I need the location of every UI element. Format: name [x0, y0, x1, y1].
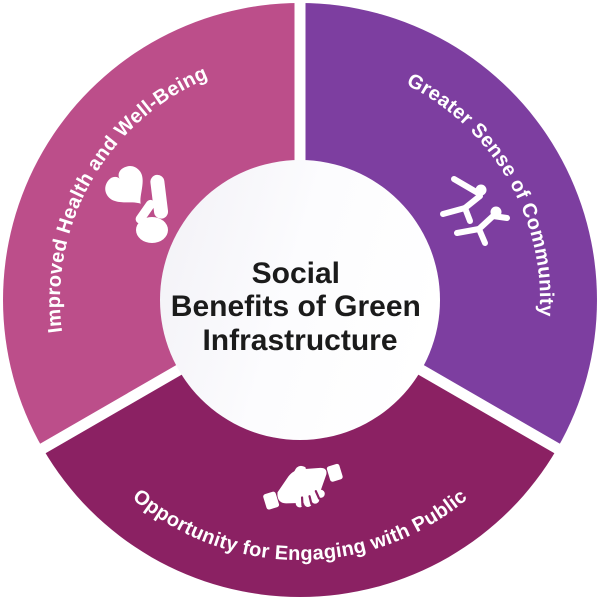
community-people-icon [440, 176, 510, 246]
segment-engaging-public [42, 300, 558, 597]
finger-gap [314, 490, 321, 500]
finger-gap [300, 496, 304, 507]
hand-shape [135, 174, 169, 243]
heart-shape [105, 166, 143, 204]
person-figure [440, 176, 487, 224]
center-title-line: Infrastructure [202, 324, 397, 357]
center-title-line: Social [252, 257, 340, 290]
right-cuff [326, 463, 343, 482]
center-title: Social Benefits of Green Infrastructure [171, 257, 429, 357]
person-figure [454, 206, 510, 246]
handshake-icon [263, 463, 343, 510]
left-cuff [263, 491, 280, 510]
clasped-hands [277, 467, 327, 504]
finger-gap [308, 495, 313, 506]
heart-in-hand-icon [105, 166, 169, 243]
center-circle [160, 160, 440, 440]
center-title-line: Benefits of Green [171, 290, 421, 323]
